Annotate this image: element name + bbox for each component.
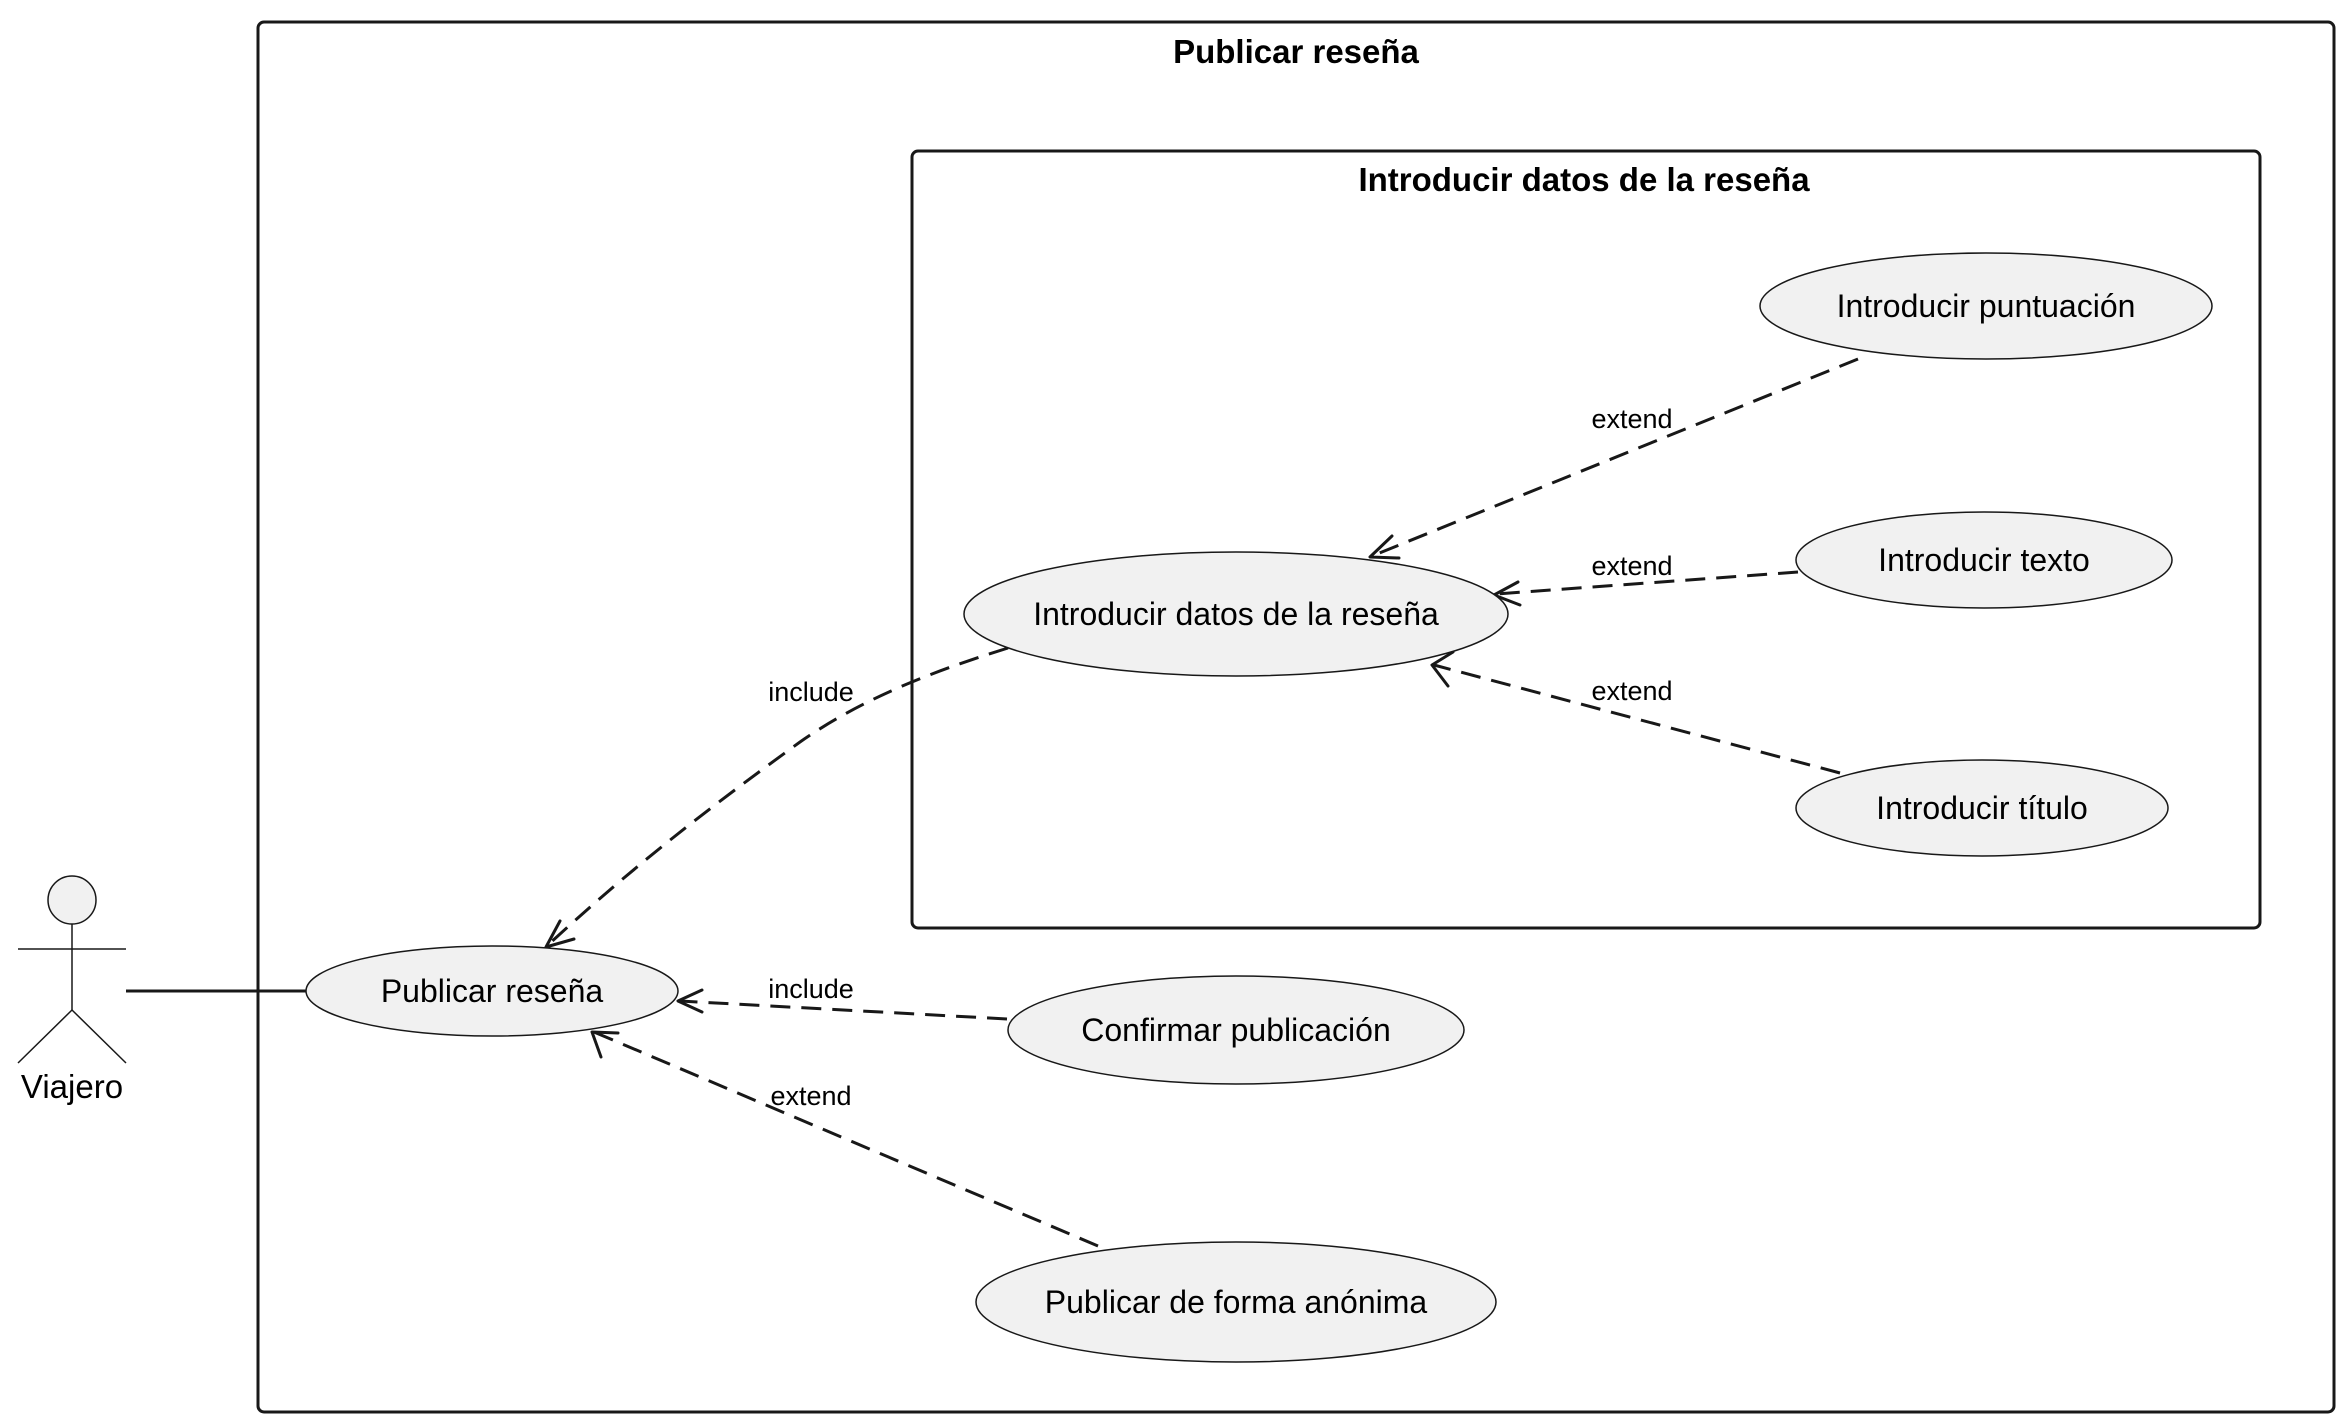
edge-include-datos-arrowhead [544,919,576,949]
use-case-introducir-titulo: Introducir título [1795,759,2169,857]
use-case-introducir-datos-label: Introducir datos de la reseña [1033,596,1439,632]
use-case-publicar-anonima: Publicar de forma anónima [975,1241,1497,1363]
package-publicar-resena-frame [256,20,2336,1414]
use-case-introducir-puntuacion-ellipse [1759,252,2213,360]
actor-head [47,875,97,925]
package-publicar-resena: Publicar reseña [256,20,2336,1414]
edge-include-datos: include [544,646,1009,949]
edge-extend-titulo-label: extend [1591,676,1672,706]
actor-right-leg [71,1009,127,1064]
edge-include-datos-label: include [768,677,854,707]
edge-extend-puntuacion-arrowhead [1368,534,1401,560]
edge-extend-titulo: extend [1430,650,1841,775]
use-case-publicar-resena-ellipse [305,945,679,1037]
edge-include-confirmar: include [676,974,1008,1021]
edge-include-confirmar-arrowhead [676,988,704,1014]
use-case-confirmar-publicacion-label: Confirmar publicación [1081,1012,1390,1048]
use-case-introducir-texto: Introducir texto [1795,511,2173,609]
use-case-introducir-datos: Introducir datos de la reseña [963,551,1509,677]
use-case-introducir-puntuacion: Introducir puntuación [1759,252,2213,360]
use-case-publicar-resena-label: Publicar reseña [381,973,604,1009]
edge-extend-puntuacion: extend [1368,357,1859,560]
use-case-publicar-anonima-label: Publicar de forma anónima [1045,1284,1428,1320]
package-publicar-resena-title: Publicar reseña [1173,33,1419,70]
actor-viajero: Viajero [17,875,127,1105]
package-introducir-datos-title: Introducir datos de la reseña [1358,161,1810,198]
edge-extend-anonima-line [593,1030,1099,1248]
edge-extend-texto-line [1495,570,1799,596]
edge-extend-puntuacion-label: extend [1591,404,1672,434]
edge-include-datos-line [546,646,1009,947]
edge-extend-titulo-arrowhead [1430,650,1455,688]
use-case-introducir-titulo-ellipse [1795,759,2169,857]
use-case-publicar-anonima-ellipse [975,1241,1497,1363]
use-case-introducir-titulo-label: Introducir título [1876,790,2088,826]
edge-include-confirmar-line [679,999,1008,1021]
use-case-introducir-puntuacion-label: Introducir puntuación [1837,288,2136,324]
edge-extend-anonima-label: extend [770,1081,851,1111]
use-case-confirmar-publicacion-ellipse [1007,975,1465,1085]
edge-include-confirmar-label: include [768,974,854,1004]
actor-label: Viajero [21,1068,123,1105]
package-introducir-datos-frame [910,149,2262,930]
edge-extend-anonima: extend [590,1030,1099,1248]
use-case-confirmar-publicacion: Confirmar publicación [1007,975,1465,1085]
actor-left-leg [17,1009,73,1064]
use-case-introducir-texto-ellipse [1795,511,2173,609]
edge-extend-titulo-line [1433,663,1841,775]
package-introducir-datos: Introducir datos de la reseña [910,149,2262,930]
edge-extend-anonima-arrowhead [590,1030,620,1059]
edge-extend-puntuacion-line [1371,357,1859,558]
use-case-introducir-texto-label: Introducir texto [1878,542,2090,578]
edge-extend-texto: extend [1492,551,1799,607]
edge-extend-texto-label: extend [1591,551,1672,581]
use-case-introducir-datos-ellipse [963,551,1509,677]
use-case-publicar-resena: Publicar reseña [305,945,679,1037]
